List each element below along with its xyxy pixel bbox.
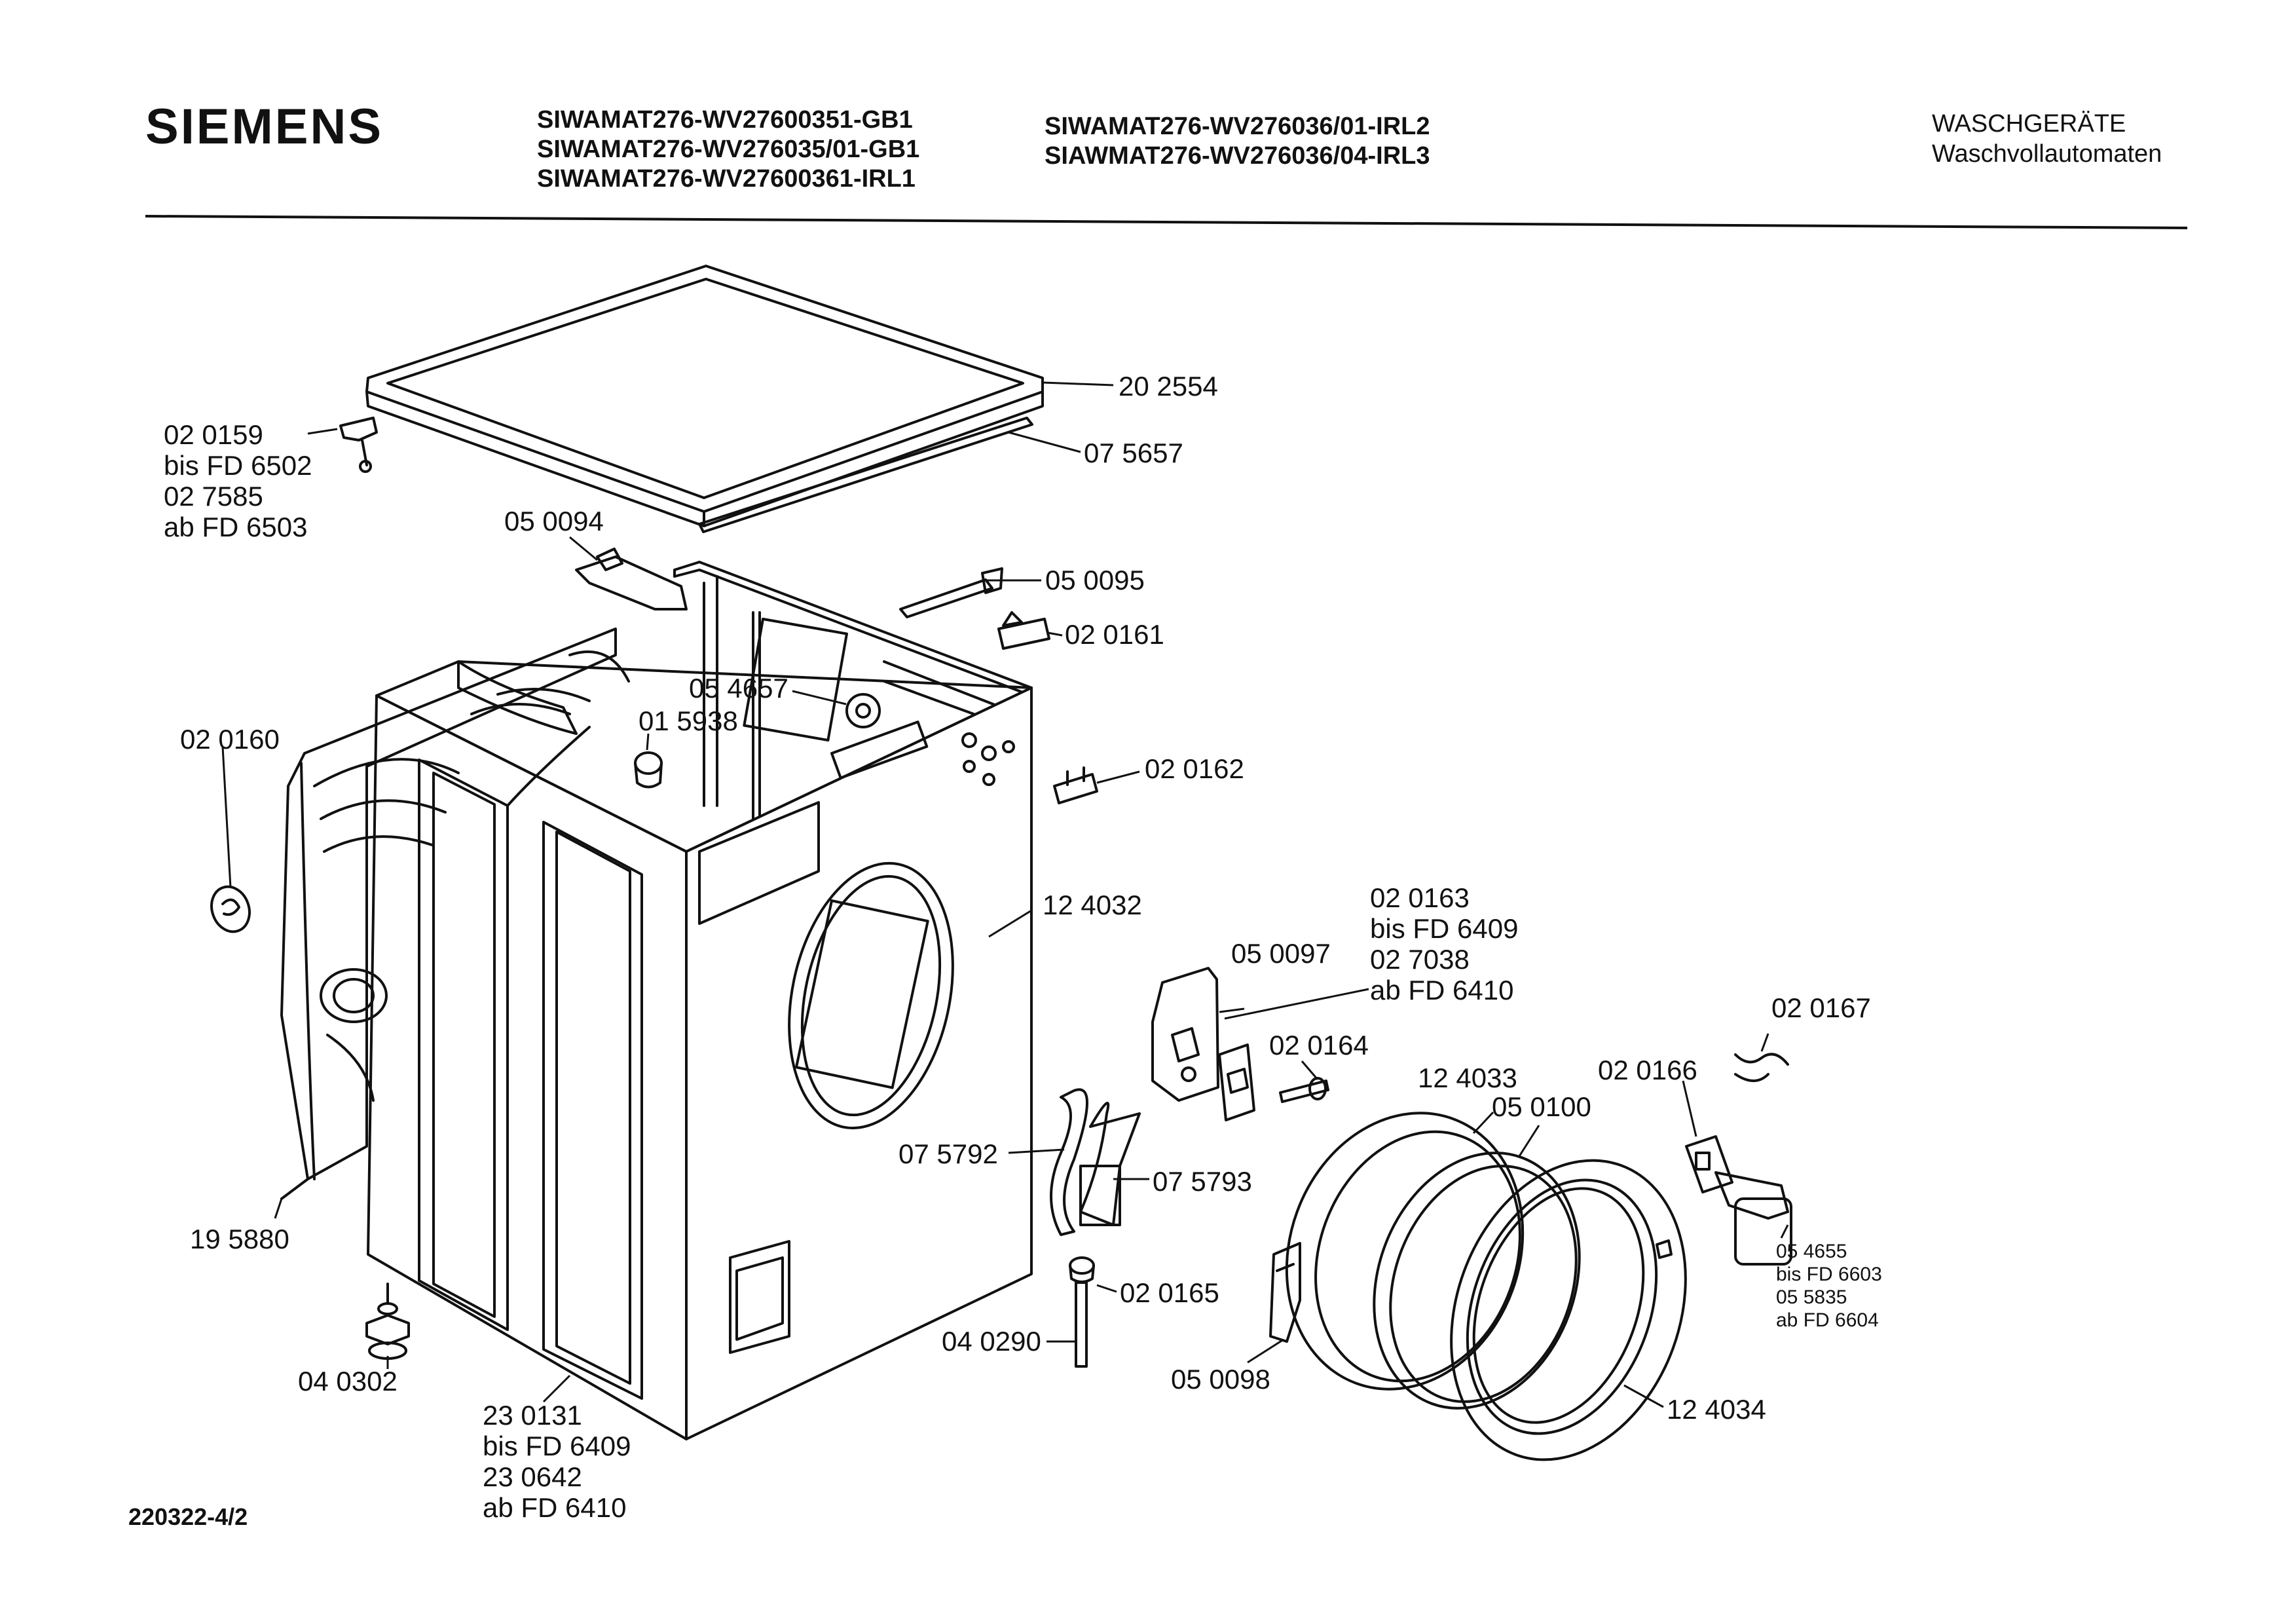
part-label: 02 0166 bbox=[1598, 1055, 1697, 1085]
part-label: 02 7585 bbox=[164, 481, 263, 512]
part-label: 12 4032 bbox=[1043, 890, 1142, 920]
part-label: 23 0642 bbox=[483, 1461, 582, 1492]
part-label: 19 5880 bbox=[190, 1224, 289, 1254]
screw-020164 bbox=[1279, 1077, 1329, 1103]
rail-050095 bbox=[899, 567, 1003, 618]
hinge-075792 bbox=[1050, 1088, 1088, 1236]
clip-020162 bbox=[1053, 766, 1098, 804]
door-opening bbox=[788, 861, 954, 1130]
door-ring-050100 bbox=[1373, 1152, 1581, 1410]
document-id: 220322-4/2 bbox=[128, 1503, 248, 1530]
part-label: 05 0098 bbox=[1171, 1364, 1270, 1395]
part-label-note: ab FD 6503 bbox=[164, 512, 308, 542]
part-label: 07 5657 bbox=[1084, 438, 1183, 468]
handle-054655 bbox=[1714, 1171, 1792, 1266]
side-panel bbox=[280, 628, 617, 1200]
model-number: SIWAMAT276-WV27600351-GB1 bbox=[537, 106, 913, 134]
grommet-020160 bbox=[210, 885, 251, 933]
pin-040290 bbox=[1075, 1281, 1088, 1368]
part-label: 02 0159 bbox=[164, 419, 263, 450]
model-number: SIAWMAT276-WV276036/04-IRL3 bbox=[1045, 142, 1430, 170]
part-label: 02 0163 bbox=[1370, 882, 1470, 913]
part-label: 05 0095 bbox=[1045, 565, 1145, 595]
part-label: 02 0162 bbox=[1145, 753, 1244, 784]
catch-020166 bbox=[1685, 1135, 1733, 1193]
model-number: SIWAMAT276-WV276036/01-IRL2 bbox=[1045, 113, 1430, 140]
part-label: 05 0097 bbox=[1231, 938, 1331, 969]
part-label: 04 0302 bbox=[298, 1366, 398, 1397]
connector-054657 bbox=[845, 693, 881, 728]
category-title: WASCHGERÄTE bbox=[1932, 110, 2126, 138]
part-label: 07 5792 bbox=[898, 1138, 998, 1169]
part-label: 02 0164 bbox=[1269, 1030, 1369, 1060]
part-label-note: bis FD 6603 bbox=[1776, 1264, 1882, 1285]
part-label: 02 0160 bbox=[180, 724, 280, 755]
bushing-020165 bbox=[1069, 1256, 1095, 1283]
part-label: 02 0161 bbox=[1065, 619, 1164, 650]
header-rule bbox=[145, 215, 2188, 229]
part-label: 23 0131 bbox=[483, 1400, 582, 1431]
part-label: 07 5793 bbox=[1153, 1166, 1252, 1197]
category-subtitle: Waschvollautomaten bbox=[1932, 140, 2162, 168]
part-label: 02 7038 bbox=[1370, 944, 1470, 975]
door-frame-124034 bbox=[1450, 1159, 1687, 1461]
part-label-note: ab FD 6604 bbox=[1776, 1309, 1879, 1331]
part-label-note: ab FD 6410 bbox=[483, 1492, 627, 1523]
part-label: 05 4655 bbox=[1776, 1241, 1847, 1262]
part-label: 20 2554 bbox=[1119, 371, 1218, 402]
cabinet-housing bbox=[367, 660, 1033, 1440]
part-label-note: ab FD 6410 bbox=[1370, 975, 1514, 1005]
strike-plate-020163 bbox=[1218, 1043, 1255, 1121]
part-label: 12 4034 bbox=[1667, 1394, 1766, 1425]
interior-drum-parts bbox=[457, 650, 630, 807]
part-label: 02 0167 bbox=[1771, 992, 1871, 1023]
plate-050098 bbox=[1269, 1242, 1301, 1343]
lid-seal-strip bbox=[698, 417, 1033, 533]
foot-040302 bbox=[365, 1283, 410, 1360]
part-label: 05 0094 bbox=[504, 506, 604, 536]
model-number: SIWAMAT276-WV27600361-IRL1 bbox=[537, 165, 916, 193]
part-label: 04 0290 bbox=[942, 1326, 1041, 1357]
part-label: 05 0100 bbox=[1492, 1091, 1591, 1122]
bracket-050094 bbox=[575, 548, 688, 610]
part-label: 05 4657 bbox=[689, 673, 788, 704]
brand-logo: SIEMENS bbox=[145, 99, 384, 155]
part-label: 05 5835 bbox=[1776, 1286, 1847, 1308]
part-label-note: bis FD 6409 bbox=[483, 1431, 631, 1461]
part-label: 01 5938 bbox=[639, 705, 738, 736]
part-label: 12 4033 bbox=[1418, 1062, 1517, 1093]
clip-020161 bbox=[997, 611, 1050, 650]
model-number: SIWAMAT276-WV276035/01-GB1 bbox=[537, 136, 920, 163]
cap-015938 bbox=[634, 751, 663, 789]
door-lock-050097 bbox=[1151, 967, 1219, 1102]
spring-020167 bbox=[1734, 1053, 1789, 1082]
lid-cover bbox=[365, 265, 1044, 527]
hinge-075793 bbox=[1079, 1102, 1141, 1226]
part-label-note: bis FD 6502 bbox=[164, 450, 312, 481]
door-gasket-124033 bbox=[1285, 1112, 1525, 1391]
hinge-bracket-020159 bbox=[339, 417, 378, 473]
part-label-note: bis FD 6409 bbox=[1370, 913, 1519, 944]
part-label: 02 0165 bbox=[1120, 1277, 1219, 1308]
